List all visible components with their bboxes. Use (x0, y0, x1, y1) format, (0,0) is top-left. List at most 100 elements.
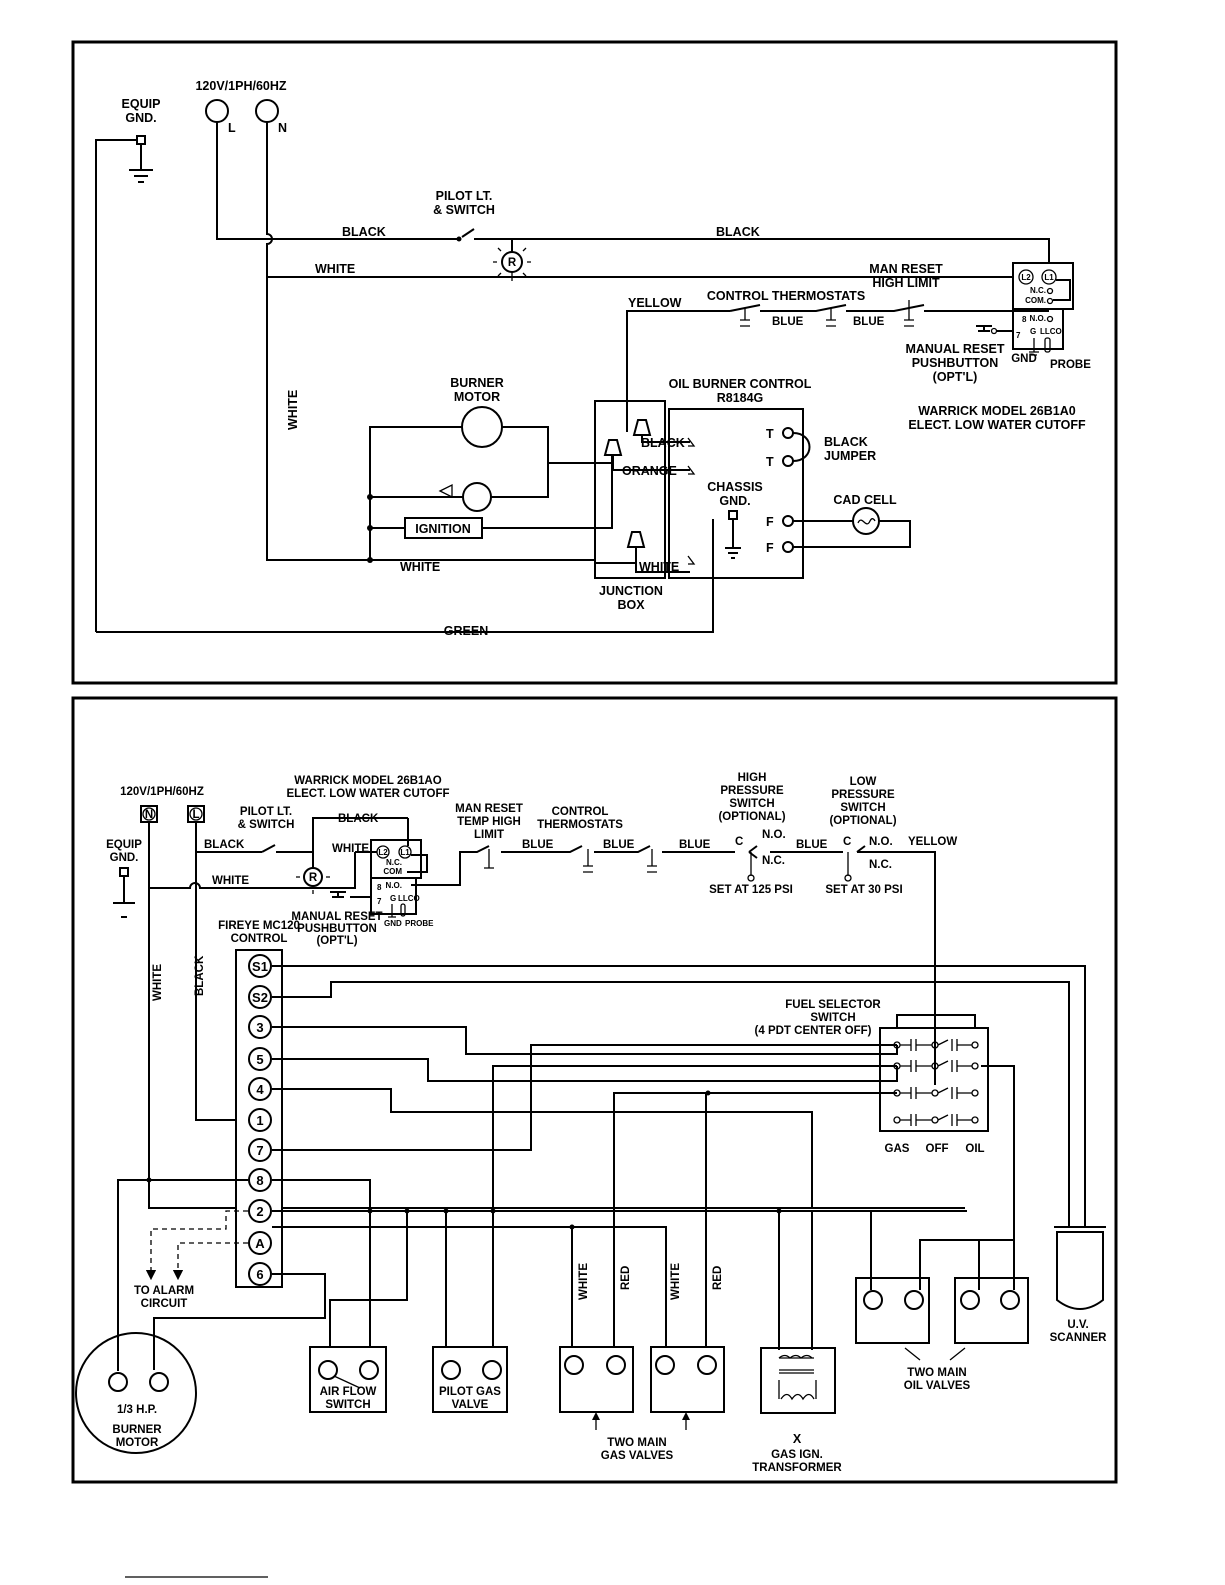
lwco-7-label-b: 7 (377, 897, 382, 906)
man-reset-label-b3: LIMIT (474, 829, 504, 841)
lwco-l2-terminal (1018, 269, 1034, 285)
black-wire-to-l1 (474, 238, 1050, 270)
high-pressure-label-2: PRESSURE (720, 785, 784, 797)
lwco-l1-label-b: L1 (400, 848, 410, 857)
blue-label-b4: BLUE (796, 839, 828, 851)
white-wire-label-2: WHITE (400, 560, 440, 574)
junction-dot-3 (367, 557, 373, 563)
blue-label-b2: BLUE (603, 839, 635, 851)
black-wire-l (216, 122, 460, 240)
black-lead-label: BLACK (641, 436, 685, 450)
pilot-switch-blade (461, 228, 475, 238)
lp-no-label: N.O. (869, 836, 893, 848)
high-pressure-label-3: SWITCH (729, 798, 774, 810)
lwco-nc-label: N.C. (1030, 286, 1046, 295)
l-terminal-label-2: L (192, 809, 199, 821)
manual-reset-pb-label-b1: MANUAL RESET (291, 911, 382, 923)
fss-contact (971, 1041, 979, 1049)
fuel-selector-label-2: SWITCH (810, 1012, 855, 1024)
terminal-8 (248, 1168, 272, 1192)
pilot-light-label-2: & SWITCH (433, 203, 495, 217)
f-terminal-label-2: F (766, 541, 774, 555)
burner-motor-terminal-1 (108, 1372, 128, 1392)
burner-motor-terminal-2 (149, 1372, 169, 1392)
burner-motor (461, 406, 503, 448)
main-oil-valve-1 (855, 1277, 930, 1344)
two-main-oil-label-2: OIL VALVES (904, 1380, 971, 1392)
terminal-7-wire (272, 1044, 897, 1151)
pilot-gas-valve (432, 1346, 508, 1413)
pilot-gas-terminal-2 (482, 1360, 502, 1380)
terminal-label-6: 6 (256, 1267, 263, 1282)
white-label-b2: WHITE (332, 843, 369, 855)
pilot-light-icon-2 (303, 867, 323, 887)
high-pressure-diaphragm (747, 874, 755, 882)
lwco-probe-label-b: PROBE (405, 919, 434, 928)
low-pressure-label-3: SWITCH (840, 802, 885, 814)
lp-nc-label: N.C. (869, 859, 892, 871)
terminal-4 (248, 1077, 272, 1101)
lwco-llco-label-b: LLCO (398, 894, 420, 903)
chassis-gnd-label-1: CHASSIS (707, 480, 763, 494)
pilot-switch-contact (456, 236, 462, 242)
uv-label-2: SCANNER (1050, 1332, 1108, 1344)
two-main-oil-label-1: TWO MAIN (907, 1367, 966, 1379)
man-reset-label-b1: MAN RESET (455, 803, 523, 815)
t-terminal-label-2: T (766, 455, 774, 469)
black-jumper-label-1: BLACK (824, 435, 868, 449)
oil-burner-control-label-1: OIL BURNER CONTROL (669, 377, 812, 391)
gas-valve-red-label-2: RED (712, 1266, 724, 1290)
lwco-gnd-icon-b (388, 904, 396, 918)
terminal-a (248, 1231, 272, 1255)
chassis-ground-icon (725, 519, 741, 559)
green-ground-wire-left (95, 139, 137, 632)
terminal-label-7: 7 (256, 1143, 263, 1158)
chassis-gnd-terminal (728, 510, 738, 520)
fireye-label-2: CONTROL (231, 933, 288, 945)
junction-box-wiring (595, 435, 690, 573)
junction-box (594, 400, 666, 579)
burner-motor-label-2: MOTOR (454, 390, 500, 404)
s1-wire (272, 965, 1086, 1227)
cad-cell-symbol (857, 518, 876, 525)
gas-valve-pointers (595, 1416, 687, 1430)
oil-burner-control-box (668, 408, 804, 579)
terminal-label-1: 1 (256, 1113, 263, 1128)
terminal-7 (248, 1138, 272, 1162)
lwco-no-label-b: N.O. (386, 881, 402, 890)
manual-reset-pb-label-3: (OPT'L) (933, 370, 978, 384)
equip-gnd-terminal (136, 135, 146, 145)
junction-dot-2 (367, 525, 373, 531)
pilot-light-label-b2: & SWITCH (238, 819, 295, 831)
fss-contact (971, 1089, 979, 1097)
pilot-light-r: R (508, 257, 517, 269)
hp-set-label: SET AT 125 PSI (709, 884, 793, 896)
fireye-label-1: FIREYE MC120 (218, 920, 300, 932)
gas-ign-transformer (760, 1347, 836, 1414)
main-gas-valve-1-terminal-1 (564, 1355, 584, 1375)
equip-gnd-terminal-2 (119, 867, 129, 877)
oil-burner-control-label-2: R8184G (717, 391, 764, 405)
alarm-wire-1 (145, 1210, 248, 1281)
pilot-gas-wire (492, 1065, 897, 1347)
fss-contact (971, 1116, 979, 1124)
fuel-selector-common (896, 1003, 976, 1028)
device-neutral-wires (445, 1211, 813, 1350)
lwco-lower-unit (1012, 308, 1064, 350)
blue-label-b3: BLUE (679, 839, 711, 851)
low-pressure-label-1: LOW (850, 776, 877, 788)
manual-reset-contact (990, 327, 998, 335)
valve-symbol-icon (438, 483, 453, 499)
motor-feed-wire (117, 1179, 248, 1371)
lwco-8-label-b: 8 (377, 883, 382, 892)
transformer-coil-icon (778, 1354, 817, 1401)
cad-cell-label: CAD CELL (833, 493, 897, 507)
lp-set-label: SET AT 30 PSI (825, 884, 902, 896)
burner-motor-wiring (369, 426, 612, 560)
terminal-5 (248, 1047, 272, 1071)
green-ground-wire (96, 519, 714, 633)
terminal-8-wire (272, 1179, 371, 1347)
manual-reset-pb-label-b3: (OPT'L) (316, 935, 357, 947)
n-terminal-label: N (278, 121, 287, 135)
black-label-b1: BLACK (204, 839, 245, 851)
